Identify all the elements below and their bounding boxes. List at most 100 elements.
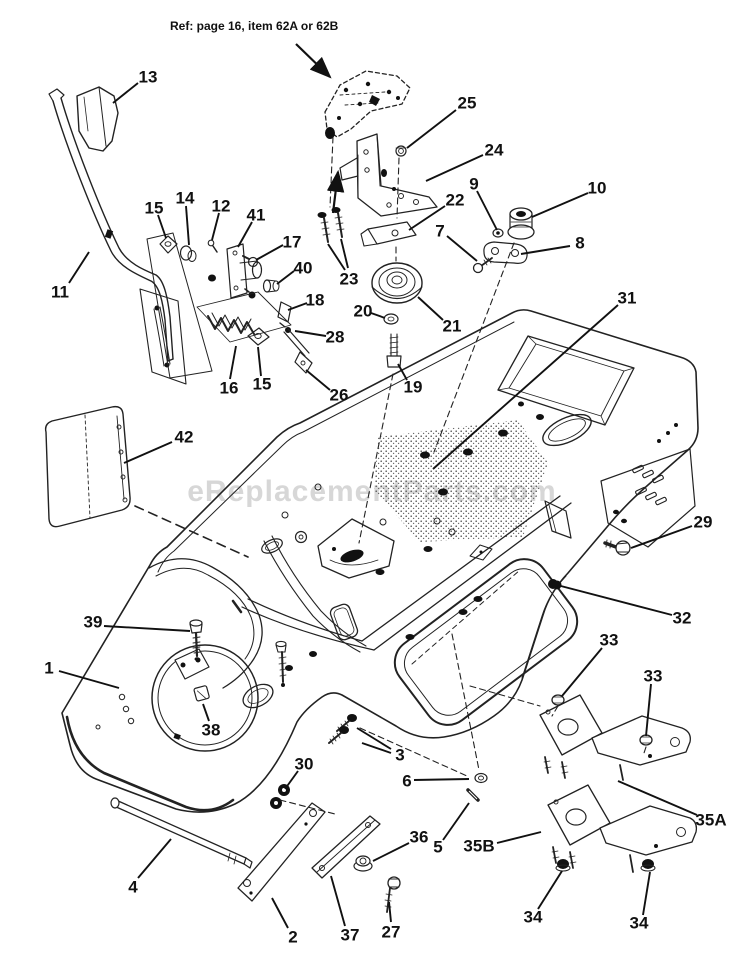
- rear-deck-opening: [497, 335, 635, 426]
- part-label-16[interactable]: 16: [220, 379, 239, 398]
- leader-line-27: [388, 901, 392, 923]
- part-label-18[interactable]: 18: [306, 291, 325, 310]
- part-label-9[interactable]: 9: [469, 175, 478, 194]
- bracket-37: [311, 815, 381, 879]
- part-label-34[interactable]: 34: [630, 914, 649, 933]
- part-label-35B[interactable]: 35B: [463, 837, 494, 856]
- front-round-opening: [151, 644, 259, 752]
- part-label-39[interactable]: 39: [84, 613, 103, 632]
- part-label-42[interactable]: 42: [175, 428, 194, 447]
- leader-line-23: [327, 243, 346, 271]
- part-label-15[interactable]: 15: [253, 375, 272, 394]
- leader-line-34: [537, 870, 563, 910]
- leader-line-15: [157, 214, 167, 239]
- part-label-10[interactable]: 10: [588, 179, 607, 198]
- leader-line-26: [305, 369, 331, 391]
- leader-line-1: [58, 670, 120, 689]
- part-label-3[interactable]: 3: [395, 746, 404, 765]
- bolt-7: [472, 257, 493, 274]
- bolt-29: [603, 539, 631, 556]
- leader-line-17: [255, 244, 284, 261]
- part-label-30[interactable]: 30: [295, 755, 314, 774]
- ref-part-dashed: [324, 70, 411, 139]
- part-label-26[interactable]: 26: [330, 386, 349, 405]
- part-label-11[interactable]: 11: [51, 283, 69, 302]
- part-label-28[interactable]: 28: [326, 328, 345, 347]
- knob-13: [76, 86, 119, 152]
- lever-11: [52, 100, 169, 362]
- part-label-38[interactable]: 38: [202, 721, 221, 740]
- bolt-39: [189, 619, 203, 661]
- leader-line-15: [257, 346, 262, 377]
- leader-line-11: [68, 251, 90, 284]
- washer-6: [474, 772, 488, 784]
- leader-line-12: [211, 212, 220, 241]
- part-label-32[interactable]: 32: [673, 609, 692, 628]
- part-label-33[interactable]: 33: [600, 631, 619, 650]
- leader-line-29: [630, 525, 693, 549]
- bolt-27: [384, 876, 401, 913]
- leader-line-40: [276, 270, 295, 285]
- part-label-6[interactable]: 6: [402, 772, 411, 791]
- part-label-41[interactable]: 41: [247, 206, 266, 225]
- part-label-40[interactable]: 40: [294, 259, 313, 278]
- part-label-1[interactable]: 1: [44, 659, 53, 678]
- part-label-31[interactable]: 31: [618, 289, 637, 308]
- leader-line-7: [446, 235, 478, 262]
- chassis-outline: [61, 309, 699, 813]
- part-label-36[interactable]: 36: [410, 828, 429, 847]
- part-label-27[interactable]: 27: [382, 923, 401, 942]
- nut-36: [353, 855, 373, 872]
- leader-line-10: [531, 192, 589, 218]
- panel-42: [44, 405, 131, 528]
- part-label-13[interactable]: 13: [139, 68, 158, 87]
- part-label-21[interactable]: 21: [443, 317, 462, 336]
- leader-line-9: [476, 190, 498, 231]
- leader-line-4: [137, 838, 172, 879]
- leader-line-23: [340, 238, 349, 269]
- leader-line-34: [642, 871, 651, 916]
- pointer-arrow-2: [326, 169, 345, 214]
- part-label-4[interactable]: 4: [128, 878, 138, 897]
- part-label-8[interactable]: 8: [575, 234, 584, 253]
- bolts-23: [317, 207, 345, 243]
- ref-arrows: [295, 43, 345, 214]
- part-label-15[interactable]: 15: [145, 199, 164, 218]
- leader-line-41: [237, 221, 253, 248]
- part-label-33[interactable]: 33: [644, 667, 663, 686]
- part-label-19[interactable]: 19: [404, 378, 423, 397]
- part-label-24[interactable]: 24: [485, 141, 504, 160]
- part-label-2[interactable]: 2: [288, 928, 297, 947]
- leader-line-14: [185, 205, 190, 246]
- rod-4: [110, 797, 253, 869]
- bolt-19: [386, 333, 402, 368]
- part-label-5[interactable]: 5: [433, 838, 442, 857]
- part-label-7[interactable]: 7: [435, 222, 444, 241]
- leader-line-6: [413, 778, 470, 781]
- part-label-25[interactable]: 25: [458, 94, 477, 113]
- part-label-29[interactable]: 29: [694, 513, 713, 532]
- part-label-14[interactable]: 14: [176, 189, 195, 208]
- leader-line-24: [425, 154, 484, 182]
- leader-line-33: [561, 647, 603, 697]
- part-label-12[interactable]: 12: [212, 197, 231, 216]
- leader-line-13: [112, 82, 139, 104]
- leader-line-25: [406, 109, 457, 149]
- part-label-22[interactable]: 22: [446, 191, 465, 210]
- leader-line-18: [287, 302, 308, 311]
- part-label-35A[interactable]: 35A: [695, 811, 726, 830]
- leader-line-31: [432, 304, 619, 470]
- leader-line-42: [123, 441, 173, 464]
- part-label-17[interactable]: 17: [283, 233, 302, 252]
- leader-line-35B: [496, 831, 542, 844]
- nuts-34: [555, 859, 656, 872]
- rod-18: [277, 301, 292, 323]
- part-label-20[interactable]: 20: [354, 302, 373, 321]
- part-label-34[interactable]: 34: [524, 908, 543, 927]
- mount-35A: [539, 694, 691, 781]
- part-label-37[interactable]: 37: [341, 926, 360, 945]
- leader-line-8: [520, 245, 571, 255]
- exploded-view-drawing: [44, 70, 699, 913]
- part-label-23[interactable]: 23: [340, 270, 359, 289]
